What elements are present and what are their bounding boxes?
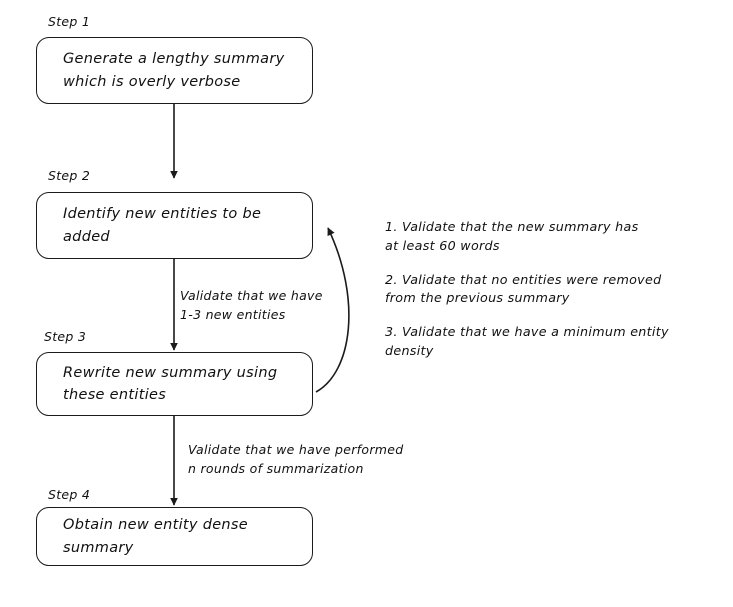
step-label-4: Step 4 (48, 487, 91, 502)
node-step-3-text: Rewrite new summary using these entities (63, 364, 278, 403)
node-step-2[interactable]: Identify new entities to be added (36, 192, 313, 259)
validation-item-2: 2. Validate that no entities were remove… (385, 271, 662, 306)
node-step-2-text: Identify new entities to be added (63, 206, 262, 245)
connector-step3-step2-feedback (315, 227, 350, 393)
validation-item-1: 1. Validate that the new summary has at … (385, 219, 639, 253)
step-label-2: Step 2 (48, 168, 91, 183)
node-step-3[interactable]: Rewrite new summary using these entities (36, 352, 313, 416)
step-label-3: Step 3 (44, 329, 87, 344)
validation-item-3: 3. Validate that we have a minimum entit… (385, 324, 669, 358)
node-step-4[interactable]: Obtain new entity dense summary (36, 507, 313, 566)
edge-label-step3-step4: Validate that we have performed n rounds… (188, 442, 404, 476)
node-step-1-text: Generate a lengthy summary which is over… (63, 51, 285, 90)
node-step-4-text: Obtain new entity dense summary (63, 517, 248, 556)
edge-label-step2-step3: Validate that we have 1-3 new entities (180, 288, 323, 322)
validation-list: 1. Validate that the new summary has at … (385, 218, 705, 361)
node-step-1[interactable]: Generate a lengthy summary which is over… (36, 37, 313, 104)
step-label-1: Step 1 (48, 14, 91, 29)
